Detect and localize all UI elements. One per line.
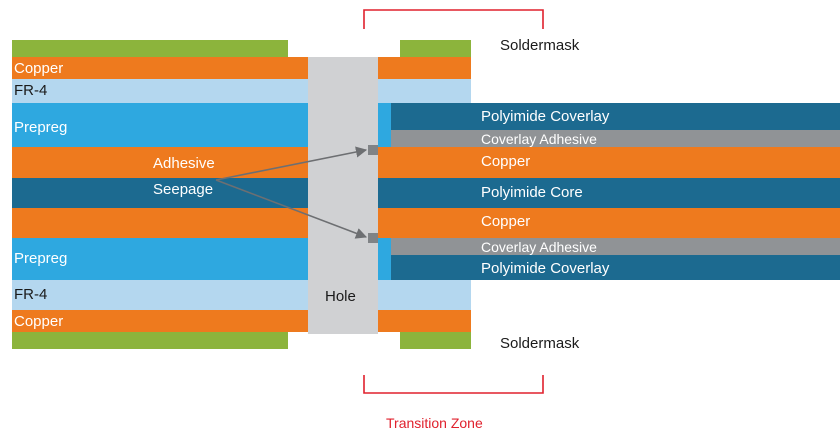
transition-zone-bracket-top [363, 9, 544, 29]
label-adhesive: Adhesive [153, 155, 215, 172]
prepreg-bottom-right [378, 238, 391, 280]
copper-flex-top-right [378, 147, 840, 178]
seepage-marker-bottom [368, 233, 378, 243]
copper-bottom-left [12, 310, 308, 332]
copper-top-right [378, 57, 471, 79]
fr4-top-left [12, 79, 308, 103]
label-fr4-top: FR-4 [14, 82, 48, 99]
copper-bottom-right [378, 310, 471, 332]
label-coverlay-adhesive-bottom: Coverlay Adhesive [481, 239, 597, 255]
polyimide-coverlay-top [391, 103, 840, 130]
prepreg-top-left [12, 103, 308, 147]
transition-zone-bracket-bottom [363, 375, 544, 394]
label-copper-bottom: Copper [14, 313, 64, 330]
label-prepreg-top: Prepreg [14, 119, 68, 136]
label-polyimide-coverlay-top: Polyimide Coverlay [481, 108, 610, 125]
copper-top-left [12, 57, 308, 79]
label-seepage: Seepage [153, 181, 214, 198]
soldermask-bottom-left [12, 332, 288, 349]
copper-flex-top-left [12, 147, 308, 178]
soldermask-top-left [12, 40, 288, 57]
seepage-marker-top [368, 145, 378, 155]
seepage-arrow-bottom [215, 179, 368, 239]
fr4-bottom-left [12, 280, 308, 310]
label-coverlay-adhesive-top: Coverlay Adhesive [481, 131, 597, 147]
polyimide-core-left [12, 178, 308, 208]
coverlay-adhesive-bottom [391, 238, 840, 255]
fr4-top-right [378, 79, 471, 103]
label-polyimide-coverlay-bottom: Polyimide Coverlay [481, 260, 610, 277]
prepreg-bottom-left [12, 238, 308, 280]
soldermask-top-right [400, 40, 471, 57]
label-transition-zone: Transition Zone [386, 415, 483, 431]
copper-flex-bottom-right [378, 208, 840, 238]
label-soldermask-top: Soldermask [500, 37, 580, 54]
seepage-arrow-top [215, 146, 368, 181]
hole [308, 57, 378, 334]
label-hole: Hole [325, 288, 356, 305]
polyimide-core-right [378, 178, 840, 208]
label-prepreg-bottom: Prepreg [14, 250, 68, 267]
fr4-bottom-right [378, 280, 471, 310]
label-copper-flex-top: Copper [481, 153, 531, 170]
prepreg-top-right [378, 103, 391, 147]
label-soldermask-bottom: Soldermask [500, 335, 580, 352]
copper-flex-bottom-left [12, 208, 308, 238]
label-copper-flex-bottom: Copper [481, 213, 531, 230]
coverlay-adhesive-top [391, 130, 840, 147]
soldermask-bottom-right [400, 332, 471, 349]
label-fr4-bottom: FR-4 [14, 286, 48, 303]
label-polyimide-core: Polyimide Core [481, 184, 583, 201]
polyimide-coverlay-bottom [391, 255, 840, 280]
label-copper-top: Copper [14, 60, 64, 77]
